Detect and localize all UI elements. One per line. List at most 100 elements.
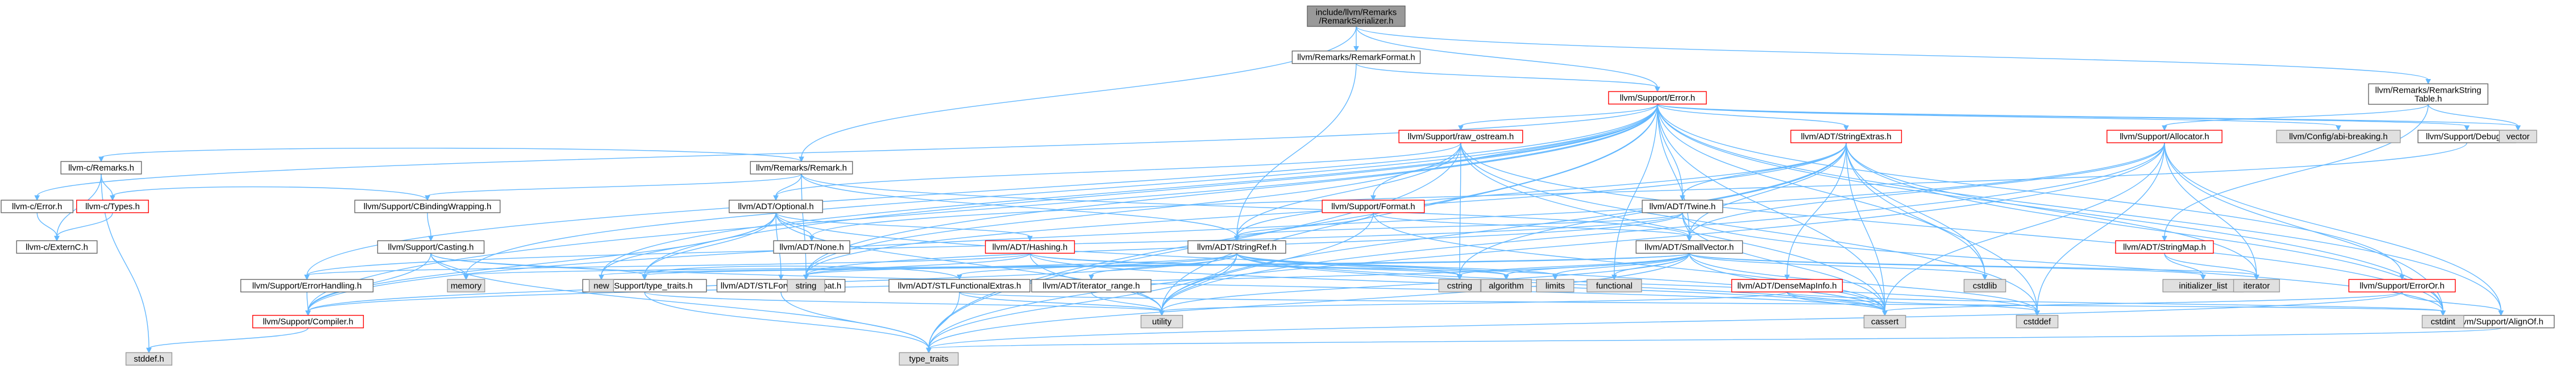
- edge-smallvector-to-algorithm: [1503, 253, 1690, 280]
- edge-remarkformat-to-supporterror: [1356, 63, 1660, 93]
- node-box: [1291, 50, 1421, 64]
- node-box: [1187, 240, 1286, 254]
- node-configabi[interactable]: llvm/Config/abi-breaking.h: [2276, 130, 2401, 143]
- node-label: llvm/ADT/StringExtras.h: [1801, 132, 1891, 142]
- node-label: llvm/ADT/STLFunctionalExtras.h: [898, 281, 1021, 291]
- node-initializerlist[interactable]: initializer_list: [2162, 279, 2244, 293]
- edge-supporterror-to-stringextras: [1657, 103, 1849, 131]
- edge-supporterror-to-vector: [1657, 103, 2521, 131]
- edge-rawostream-to-cstring: [1457, 143, 1462, 280]
- node-rawostream[interactable]: llvm/Support/raw_ostream.h: [1398, 130, 1523, 143]
- node-remark[interactable]: llvm/Remarks/Remark.h: [750, 161, 853, 175]
- edge-remarkformat-to-stringref: [1234, 63, 1357, 242]
- node-box: [2421, 314, 2465, 329]
- node-iterator[interactable]: iterator: [2233, 279, 2280, 293]
- node-stlforwardcompat[interactable]: llvm/ADT/STLForwardCompat.h: [716, 279, 846, 293]
- node-box: [1481, 279, 1532, 293]
- node-stringextras[interactable]: llvm/ADT/StringExtras.h: [1790, 130, 1902, 143]
- node-box: [729, 200, 823, 213]
- node-cstdint[interactable]: cstdint: [2421, 314, 2465, 329]
- node-algorithm[interactable]: algorithm: [1481, 279, 1532, 293]
- node-functional[interactable]: functional: [1586, 279, 1642, 293]
- node-limits[interactable]: limits: [1536, 279, 1574, 293]
- edge-errorhandling-to-compiler: [305, 292, 311, 316]
- node-alignof[interactable]: llvm/Support/AlignOf.h: [2447, 314, 2555, 329]
- edge-stlfunctionalextras-to-typetraitsh: [642, 266, 960, 280]
- node-typetraits[interactable]: type_traits: [899, 352, 959, 366]
- node-iteratorrange[interactable]: llvm/ADT/iterator_range.h: [1031, 279, 1152, 293]
- edge-stringref-to-string: [803, 252, 1237, 280]
- node-casting[interactable]: llvm/Support/Casting.h: [377, 240, 485, 254]
- node-stlfunctionalextras[interactable]: llvm/ADT/STLFunctionalExtras.h: [888, 279, 1031, 293]
- node-box: [76, 200, 149, 213]
- node-memory[interactable]: memory: [447, 279, 485, 293]
- node-box: [1586, 279, 1642, 293]
- node-llvmctypes[interactable]: llvm-c/Types.h: [76, 200, 149, 213]
- edge-supporterror-to-smallvector: [1657, 103, 1692, 242]
- node-label: vector: [2507, 132, 2530, 142]
- node-label: limits: [1545, 281, 1565, 291]
- node-cassert[interactable]: cassert: [1863, 314, 1906, 329]
- node-label: llvm/Support/raw_ostream.h: [1408, 132, 1514, 142]
- node-errorhandling[interactable]: llvm/Support/ErrorHandling.h: [240, 279, 374, 293]
- node-format[interactable]: llvm/Support/Format.h: [1322, 200, 1425, 213]
- node-erroror[interactable]: llvm/Support/ErrorOr.h: [2348, 279, 2456, 293]
- node-label: cstdlib: [1973, 281, 1997, 291]
- edge-remarkstringtable-to-stringmap: [2162, 104, 2429, 242]
- node-supporterror[interactable]: llvm/Support/Error.h: [1608, 91, 1707, 105]
- edge-erroror-to-alignof: [2402, 292, 2504, 316]
- node-label: llvm/Support/Casting.h: [388, 242, 474, 252]
- node-label: llvm/Remarks/RemarkFormat.h: [1297, 53, 1415, 63]
- node-label: llvm/ADT/Twine.h: [1650, 202, 1716, 212]
- edge-stringextras-to-iterator: [1846, 143, 2259, 280]
- node-twine[interactable]: llvm/ADT/Twine.h: [1642, 200, 1723, 213]
- edge-allocator-to-typetraits: [926, 143, 2165, 354]
- node-densemapinfo[interactable]: llvm/ADT/DenseMapInfo.h: [1731, 279, 1843, 293]
- node-root[interactable]: include/llvm/Remarks/RemarkSerializer.h: [1307, 5, 1406, 27]
- edge-supporterror-to-debug: [1657, 103, 2470, 131]
- edge-remarkstringtable-to-vector: [2428, 104, 2521, 131]
- node-llvmcerror[interactable]: llvm-c/Error.h: [1, 200, 74, 213]
- node-new[interactable]: new: [588, 279, 614, 293]
- node-label: llvm-c/Remarks.h: [68, 163, 134, 173]
- node-box: [2016, 314, 2059, 329]
- node-box: [2233, 279, 2280, 293]
- node-debug[interactable]: llvm/Support/Debug.h: [2417, 130, 2516, 143]
- node-optional[interactable]: llvm/ADT/Optional.h: [729, 200, 823, 213]
- node-label: iterator: [2243, 281, 2270, 291]
- edge-rawostream-to-optional: [773, 142, 1461, 201]
- node-compiler[interactable]: llvm/Support/Compiler.h: [252, 314, 364, 329]
- node-box: [1438, 279, 1481, 293]
- node-label: llvm/ADT/Optional.h: [738, 202, 813, 212]
- node-smallvector[interactable]: llvm/ADT/SmallVector.h: [1635, 240, 1743, 254]
- node-label: string: [796, 281, 817, 291]
- node-cstddef[interactable]: cstddef: [2016, 314, 2059, 329]
- node-stringmap[interactable]: llvm/ADT/StringMap.h: [2115, 240, 2214, 254]
- node-hashing[interactable]: llvm/ADT/Hashing.h: [984, 240, 1075, 254]
- node-box: [1790, 130, 1902, 143]
- node-none[interactable]: llvm/ADT/None.h: [773, 240, 850, 254]
- edge-stringextras-to-cstdlib: [1846, 143, 1988, 280]
- node-box: [1322, 200, 1425, 213]
- node-box: [1536, 279, 1574, 293]
- node-label: utility: [1152, 317, 1172, 327]
- edge-llvmctypes-to-llvmcexternc: [54, 212, 113, 242]
- node-stringref[interactable]: llvm/ADT/StringRef.h: [1187, 240, 1286, 254]
- node-cstdlib[interactable]: cstdlib: [1963, 279, 2006, 293]
- node-vector[interactable]: vector: [2499, 130, 2537, 143]
- node-label: include/llvm/Remarks: [1316, 8, 1397, 18]
- node-stddef[interactable]: stddef.h: [125, 352, 173, 366]
- node-label: llvm/ADT/SmallVector.h: [1645, 242, 1734, 252]
- node-utility[interactable]: utility: [1140, 314, 1183, 329]
- node-box: [787, 279, 825, 293]
- node-allocator[interactable]: llvm/Support/Allocator.h: [2106, 130, 2222, 143]
- node-cstring[interactable]: cstring: [1438, 279, 1481, 293]
- node-string[interactable]: string: [787, 279, 825, 293]
- node-llvmcremarks[interactable]: llvm-c/Remarks.h: [60, 161, 142, 175]
- node-label: llvm/ADT/DenseMapInfo.h: [1737, 281, 1837, 291]
- node-cbindingwrapping[interactable]: llvm/Support/CBindingWrapping.h: [354, 200, 501, 213]
- node-llvmcexternc[interactable]: llvm-c/ExternC.h: [16, 240, 98, 254]
- node-remarkformat[interactable]: llvm/Remarks/RemarkFormat.h: [1291, 50, 1421, 64]
